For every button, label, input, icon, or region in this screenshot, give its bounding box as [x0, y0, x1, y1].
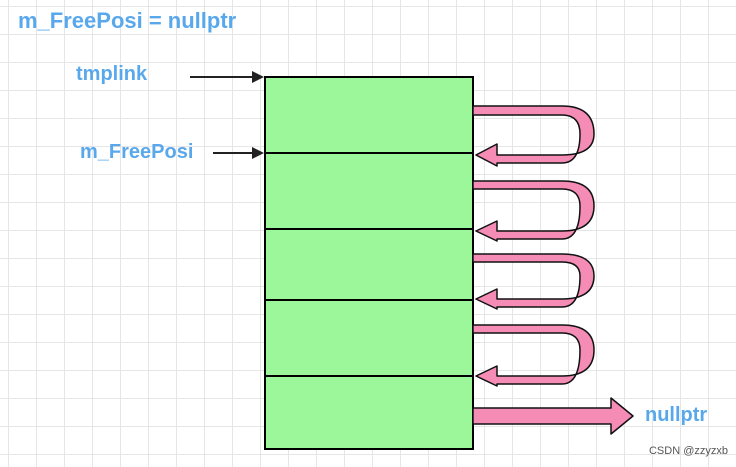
next-link-arrow-2	[472, 180, 595, 242]
free-posi-label: m_FreePosi	[80, 141, 194, 163]
nullptr-label: nullptr	[645, 404, 708, 426]
memory-block-5	[264, 375, 474, 450]
next-link-arrow-4	[472, 324, 595, 387]
next-link-arrow-1	[472, 105, 595, 167]
watermark: CSDN @zzyzxb	[648, 445, 728, 457]
tmplink-label: tmplink	[76, 63, 148, 85]
memory-block-1	[264, 76, 474, 154]
free-posi-arrow	[213, 147, 264, 159]
memory-block-column	[264, 76, 474, 450]
tmplink-arrow	[190, 71, 264, 83]
nullptr-arrow	[472, 397, 634, 435]
memory-block-4	[264, 299, 474, 377]
title: m_FreePosi = nullptr	[18, 8, 237, 33]
memory-block-3	[264, 228, 474, 301]
memory-block-2	[264, 152, 474, 230]
next-link-arrow-3	[472, 253, 595, 310]
